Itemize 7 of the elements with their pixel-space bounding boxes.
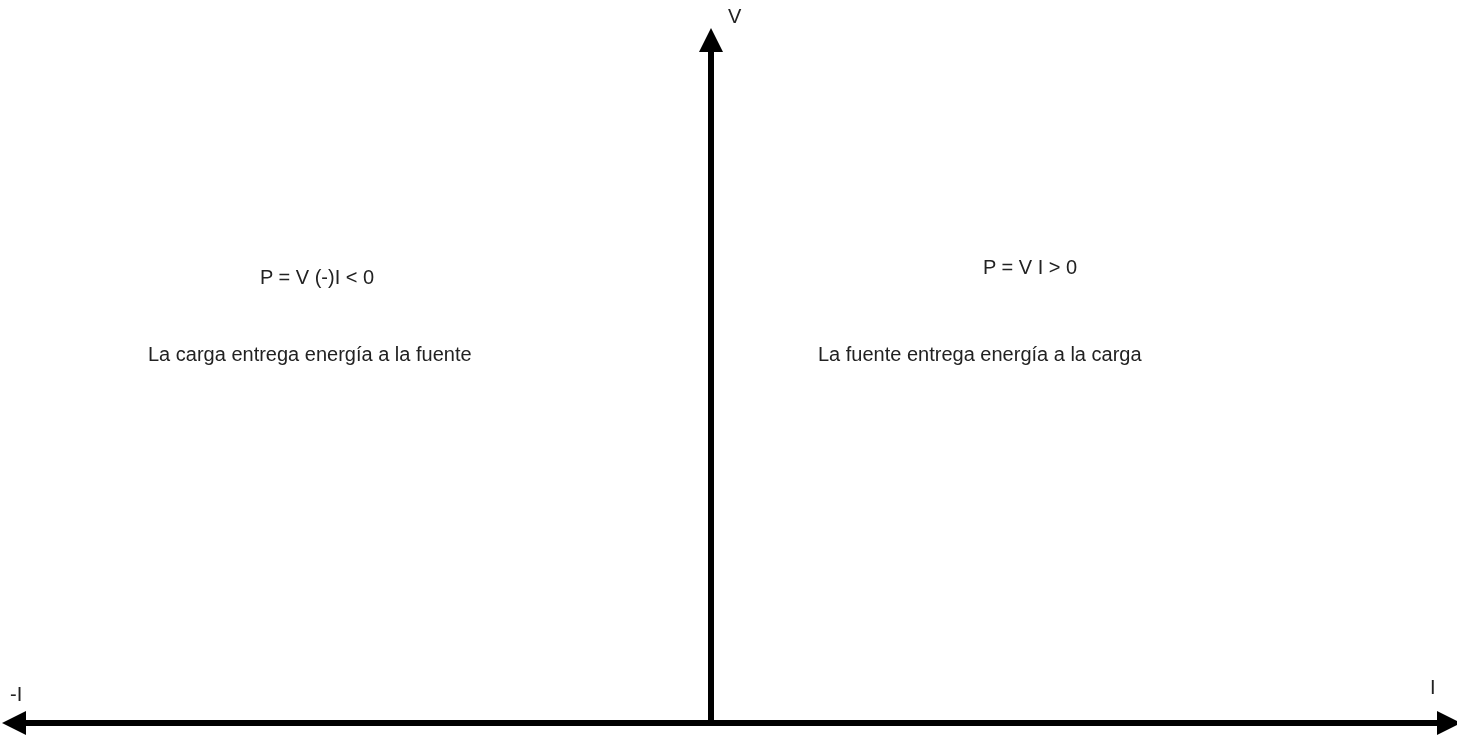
description-text: La carga entrega energía a la fuente — [148, 343, 472, 366]
axis-label: I — [1430, 676, 1436, 699]
equation-text: P = V (-)I < 0 — [260, 266, 375, 289]
equation-text: P = V I > 0 — [983, 256, 1078, 279]
axis-label: -I — [10, 683, 23, 706]
axis-label: V — [728, 5, 742, 28]
description-text: La fuente entrega energía a la carga — [818, 343, 1142, 366]
